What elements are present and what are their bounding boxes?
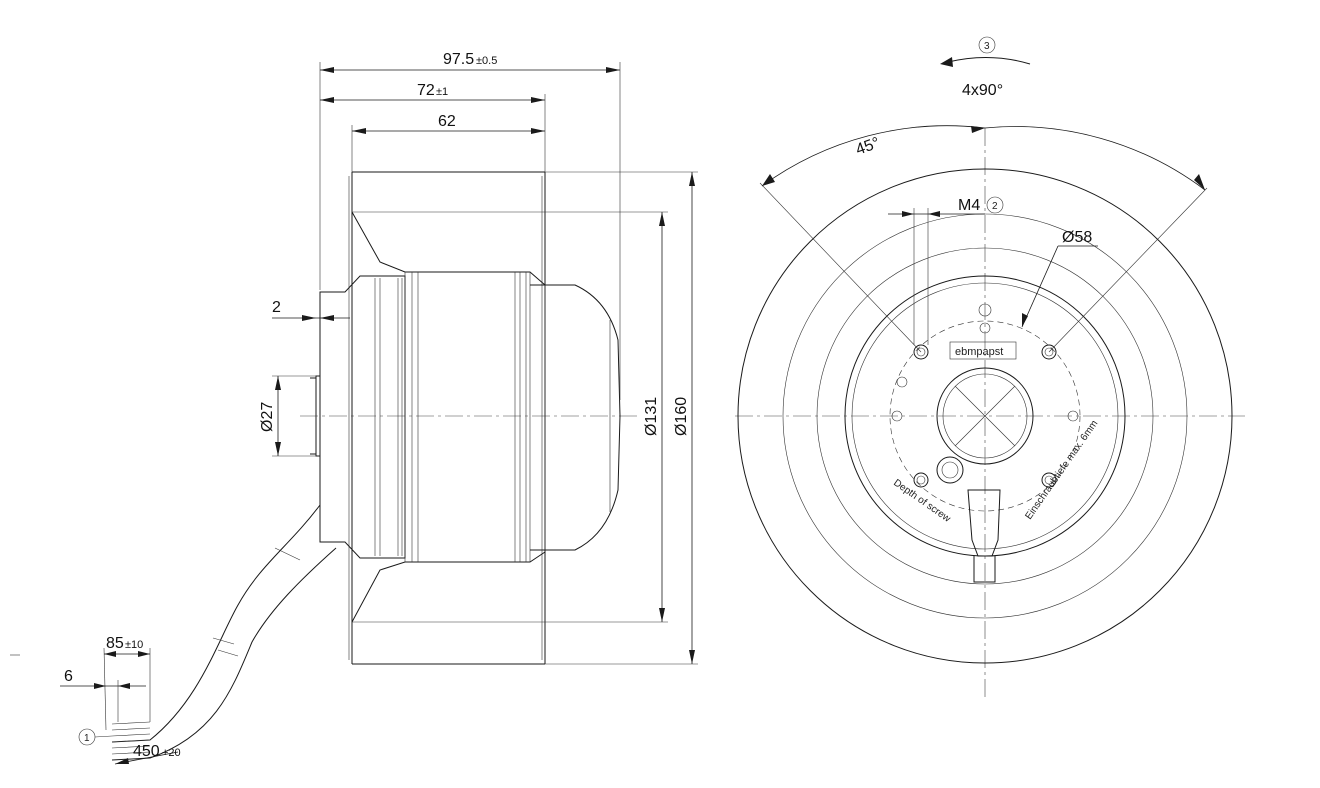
motor-groove-lines <box>374 272 531 562</box>
cable-outer <box>111 504 321 743</box>
outer-ring <box>737 168 1233 664</box>
dim-overall-length: 97.5 ±0.5 <box>319 51 621 400</box>
callout-cable: 1 <box>78 728 113 746</box>
bolt-circle <box>889 320 1081 512</box>
brand-plate <box>949 341 1017 360</box>
dim-strip-length-value: 85 <box>106 635 124 652</box>
hub-ring <box>816 247 1154 585</box>
front-view: ebmpapst Depth of screw Einschraubtiefe … <box>735 36 1245 700</box>
cable-inner <box>111 547 337 761</box>
hub-shaft <box>310 375 321 457</box>
dim-thread: M4 2 <box>888 196 1004 345</box>
mount-hole <box>1041 472 1057 488</box>
dim-hub-diameter: Ø27 <box>259 375 316 457</box>
thread-callout-number: 2 <box>992 201 998 212</box>
brand-text: ebmpapst <box>955 346 1003 358</box>
dim-flange-step-value: 2 <box>272 299 281 316</box>
hole-pattern-label: 4x90° <box>962 82 1003 99</box>
connector-boss <box>936 456 964 484</box>
dim-inner-diameter: Ø131 <box>545 211 668 623</box>
dim-inner-diameter-value: Ø131 <box>643 397 660 436</box>
mount-hole <box>913 344 929 360</box>
mounting-holes <box>913 344 1057 488</box>
mount-hole <box>1041 344 1057 360</box>
motor-plate-inner <box>851 282 1119 550</box>
dim-impeller-length: 72 ±1 <box>320 82 546 172</box>
rotation-arrow: 3 <box>940 36 1031 67</box>
dim-strip-length-tol: ±10 <box>125 639 143 651</box>
impeller-cone <box>351 211 546 623</box>
rotor-dome <box>530 284 621 551</box>
label-einschraubtiefe: Einschraubtiefe max. 6mm <box>1023 418 1100 521</box>
cable-exit <box>967 489 1001 583</box>
rotation-callout-number: 3 <box>984 41 990 52</box>
dim-cable-length-value: 450 <box>133 743 160 760</box>
dim-flange-step: 2 <box>272 299 350 321</box>
dim-cable-length: 450 +20 <box>114 743 181 765</box>
dim-wire-end-value: 6 <box>64 668 73 685</box>
dim-impeller-length-tol: ±1 <box>436 86 448 98</box>
central-hub <box>936 367 1034 465</box>
dim-angle: 45° <box>759 125 1208 353</box>
dim-wire-end: 6 <box>60 668 146 722</box>
mount-hole <box>913 472 929 488</box>
dim-overall-length-value: 97.5 <box>443 51 474 68</box>
impeller-body-outline <box>351 171 546 665</box>
dim-bolt-circle: Ø58 <box>1021 229 1098 328</box>
dim-thread-value: M4 <box>958 197 980 214</box>
dim-hub-diameter-value: Ø27 <box>259 402 276 432</box>
dim-bolt-circle-value: Ø58 <box>1062 229 1092 246</box>
dim-strip-length: 85 ±10 <box>103 635 151 731</box>
dim-angle-value: 45° <box>854 135 883 159</box>
wire-ends <box>111 721 151 755</box>
rotor-dome-inner <box>544 285 611 550</box>
dim-outer-diameter: Ø160 <box>545 171 698 665</box>
dim-width-value: 62 <box>438 113 456 130</box>
cable-sleeve <box>212 547 301 657</box>
side-view: 97.5 ±0.5 72 ±1 62 2 <box>10 51 698 765</box>
dim-width: 62 <box>351 113 545 172</box>
small-holes <box>891 303 1079 422</box>
dim-overall-length-tol: ±0.5 <box>476 55 497 67</box>
central-hub-inner <box>942 373 1028 459</box>
dim-cable-length-tol: +20 <box>162 747 181 759</box>
callout-cable-number: 1 <box>84 733 90 744</box>
dim-impeller-length-value: 72 <box>417 82 435 99</box>
impeller-ring-lines <box>348 176 545 660</box>
dim-outer-diameter-value: Ø160 <box>673 397 690 436</box>
